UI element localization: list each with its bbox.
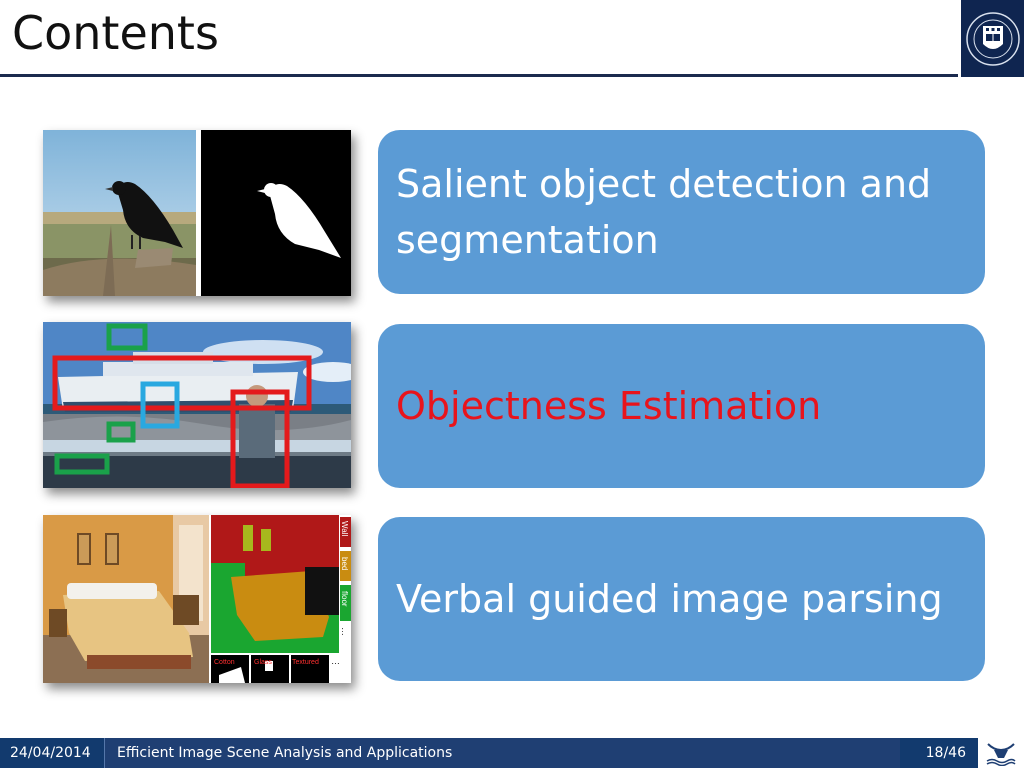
salient-object-image: [43, 130, 351, 296]
objectness-image: [43, 322, 351, 488]
oxford-ox-icon: [978, 738, 1024, 768]
parse-label-bed: bed: [340, 557, 349, 570]
contents-item-label: Salient object detection and segmentatio…: [396, 162, 932, 262]
footer-date: 24/04/2014: [0, 738, 104, 768]
contents-item-objectness[interactable]: Objectness Estimation: [378, 324, 985, 488]
page-title: Contents: [12, 6, 219, 60]
material-label-glass: Glass: [254, 659, 272, 666]
parse-label-wall: Wall: [340, 521, 349, 536]
parse-label-floor: floor: [340, 591, 349, 607]
material-label-more: …: [331, 656, 340, 666]
image-parsing-image: Cotton Glass Textured … Wall bed floor …: [43, 515, 351, 683]
contents-item-salient-detection[interactable]: Salient object detection and segmentatio…: [378, 130, 985, 294]
parse-label-more: …: [340, 627, 350, 636]
oxford-crest-icon: [961, 0, 1024, 77]
title-rule: [0, 74, 958, 77]
material-label-textured: Textured: [292, 659, 319, 666]
footer-bar: 24/04/2014 Efficient Image Scene Analysi…: [0, 738, 1024, 768]
contents-item-label: Objectness Estimation: [396, 384, 822, 428]
contents-item-image-parsing[interactable]: Verbal guided image parsing: [378, 517, 985, 681]
footer-page-number: 18/46: [900, 738, 978, 768]
contents-item-label: Verbal guided image parsing: [396, 577, 943, 621]
material-label-cotton: Cotton: [214, 659, 235, 666]
footer-title: Efficient Image Scene Analysis and Appli…: [104, 738, 900, 768]
